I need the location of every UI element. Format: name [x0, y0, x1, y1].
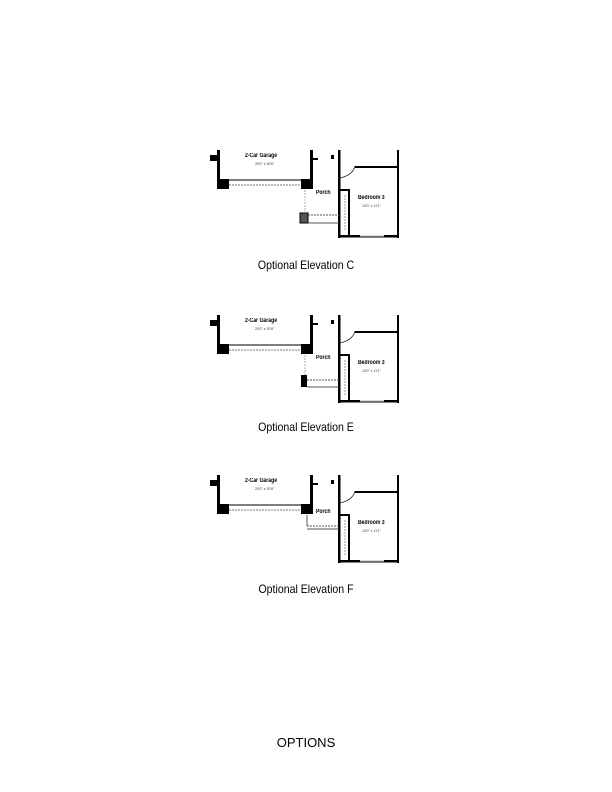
bedroom-label: Bedroom 3 [358, 360, 385, 366]
elevation-caption: Optional Elevation C [257, 258, 355, 272]
garage-label: 2-Car Garage [245, 318, 278, 324]
floor-plan-drawing [210, 150, 399, 238]
garage-dimensions: 20'0" x 20'6" [255, 487, 275, 491]
bedroom-label: Bedroom 3 [358, 520, 385, 526]
bedroom-dimensions: 10'0" x 11'1" [362, 529, 381, 533]
bedroom-dimensions: 10'0" x 11'1" [362, 369, 381, 373]
bedroom-dimensions: 10'0" x 11'1" [362, 204, 381, 208]
garage-label: 2-Car Garage [245, 153, 278, 159]
porch-label: Porch [316, 190, 331, 196]
porch-label: Porch [316, 509, 331, 515]
elevation-caption: Optional Elevation F [258, 582, 354, 596]
floor-plan-elevation: 2-Car Garage 20'0" x 20'6" Porch Bedroom… [205, 310, 410, 410]
garage-label: 2-Car Garage [245, 478, 278, 484]
floor-plan-drawing [210, 315, 399, 403]
elevation-caption: Optional Elevation E [258, 420, 354, 434]
floor-plan-elevation: 2-Car Garage 20'0" x 20'6" Porch Bedroom… [205, 145, 410, 245]
garage-dimensions: 20'0" x 20'6" [255, 327, 275, 331]
floor-plan-elevation: 2-Car Garage 20'0" x 20'6" Porch Bedroom… [205, 470, 410, 570]
page-title: OPTIONS [276, 735, 336, 750]
porch-label: Porch [316, 355, 331, 361]
bedroom-label: Bedroom 3 [358, 195, 385, 201]
floor-plan-drawing [210, 475, 399, 563]
garage-dimensions: 20'0" x 20'6" [255, 162, 275, 166]
